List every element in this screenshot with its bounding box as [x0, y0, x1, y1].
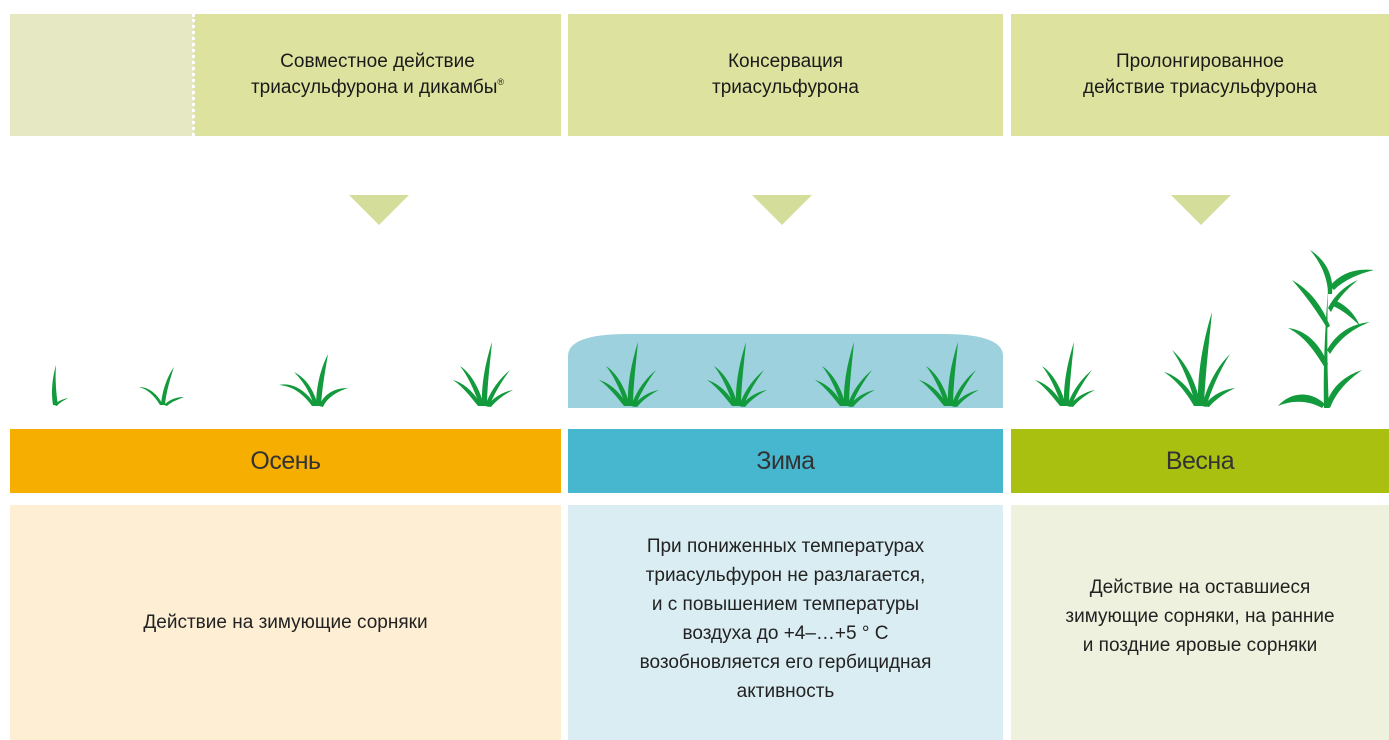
weed-plant-icon: [1164, 312, 1235, 407]
weed-plant-icon: [279, 354, 348, 407]
winter-description-panel: При пониженных температурах триасульфуро…: [568, 505, 1003, 740]
autumn-description-panel: Действие на зимующие сорняки: [10, 505, 561, 740]
autumn-header-divider: [192, 14, 195, 136]
down-arrow-icon: [1171, 195, 1231, 225]
season-spring-label: Весна: [1165, 446, 1235, 475]
season-spring-bar: Весна: [1011, 429, 1389, 493]
winter-header-line2: триасульфурона: [712, 77, 859, 98]
autumn-header-pale-segment: [10, 14, 194, 136]
tall-weed-icon: [1278, 250, 1374, 408]
weed-plant-icon: [919, 342, 979, 407]
winter-description: При пониженных температурах триасульфуро…: [639, 535, 932, 702]
spring-description: Действие на оставшиеся зимующие сорняки,…: [1065, 577, 1335, 656]
season-winter-label: Зима: [756, 446, 815, 475]
weed-plant-icon: [599, 342, 659, 407]
autumn-header-line1: Совместное действие: [280, 51, 475, 72]
snow-cover-icon: [568, 334, 1003, 408]
winter-header-line1: Консервация: [727, 51, 843, 72]
weed-sprout-icon: [52, 365, 68, 406]
season-winter-bar: Зима: [568, 429, 1003, 493]
weed-plant-icon: [815, 342, 875, 407]
winter-header: Консервация триасульфурона: [568, 14, 1003, 136]
autumn-header: Совместное действие триасульфурона и дик…: [194, 14, 561, 136]
spring-header-line1: Пролонгированное: [1116, 51, 1284, 72]
spring-header: Пролонгированное действие триасульфурона: [1011, 14, 1389, 136]
spring-description-panel: Действие на оставшиеся зимующие сорняки,…: [1011, 505, 1389, 740]
autumn-header-line2: триасульфурона и дикамбы: [250, 77, 498, 98]
autumn-description: Действие на зимующие сорняки: [143, 612, 428, 633]
season-autumn-label: Осень: [250, 446, 321, 475]
registered-mark: ®: [497, 77, 505, 87]
weed-plant-icon: [453, 342, 513, 407]
down-arrow-icon: [349, 195, 409, 225]
season-autumn-bar: Осень: [10, 429, 561, 493]
weed-plant-icon: [707, 342, 767, 407]
down-arrow-icon: [752, 195, 812, 225]
weed-plant-icon: [1035, 342, 1095, 407]
weed-sprout-icon: [139, 367, 184, 406]
spring-header-line2: действие триасульфурона: [1083, 77, 1317, 98]
